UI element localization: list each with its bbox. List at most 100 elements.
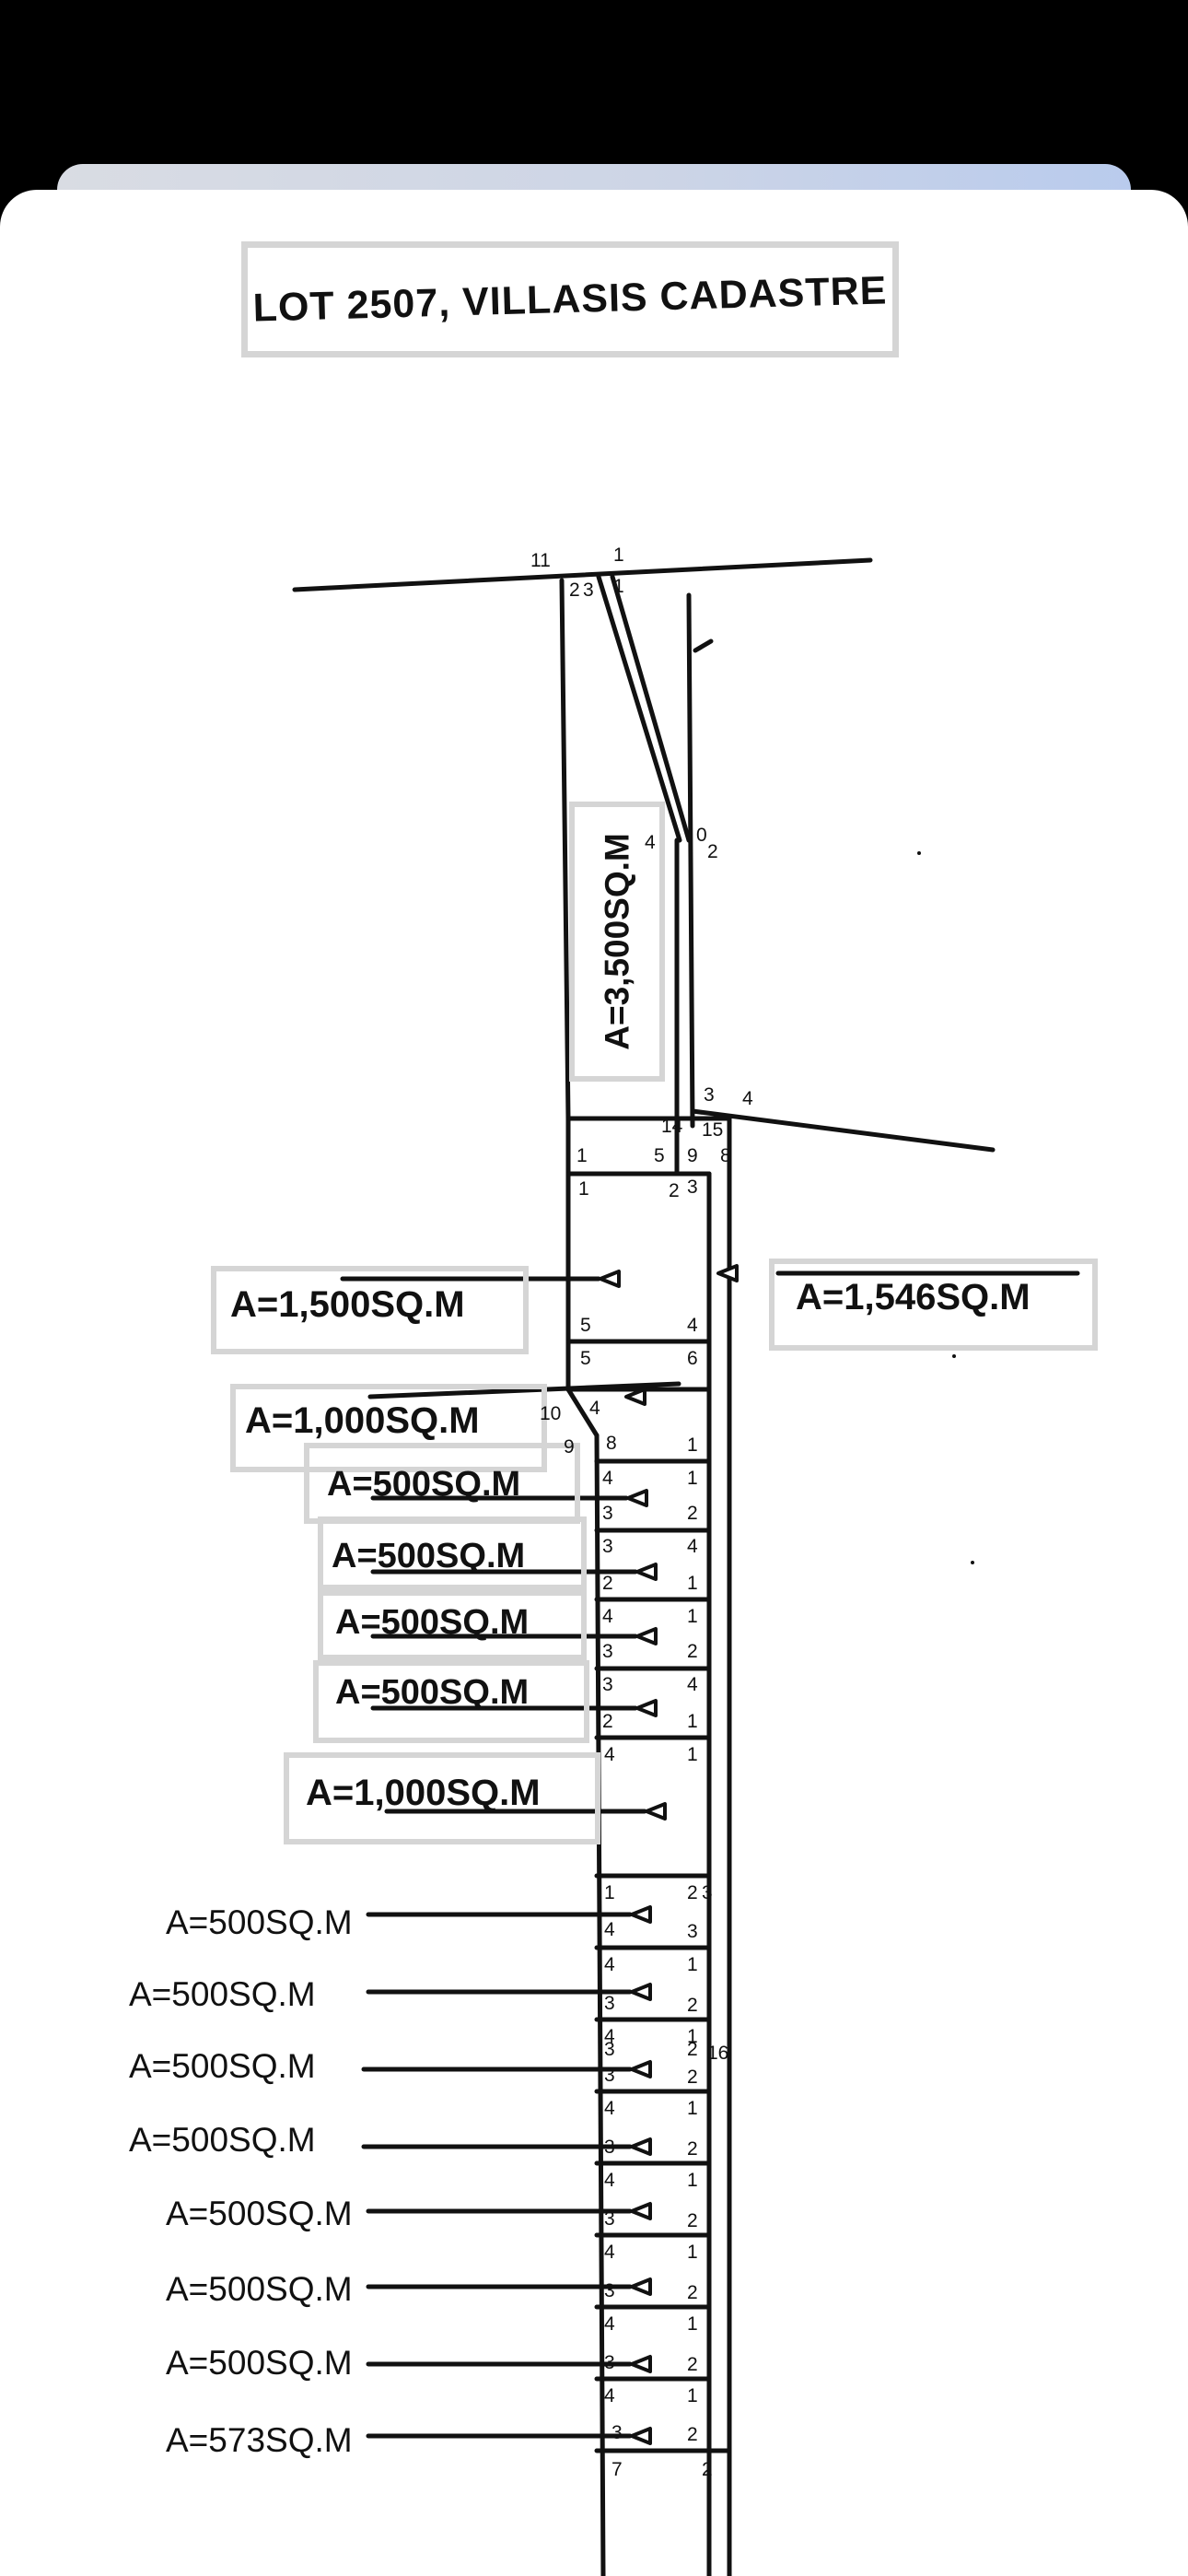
arrowhead-500-2 (635, 1563, 658, 1581)
lot-left-boundary (559, 578, 571, 1121)
corner-number: 1 (687, 1954, 698, 1975)
area-label-plain-3: A=500SQ.M (129, 2047, 316, 2085)
corner-number: 2 (687, 2039, 698, 2060)
corner-number: 4 (589, 1398, 600, 1419)
corner-number: 4 (604, 2313, 615, 2335)
corner-number: 4 (604, 2098, 615, 2119)
corner-number: 4 (742, 1088, 753, 1109)
corner-number: 1 (613, 576, 624, 597)
corner-number: 4 (604, 1919, 615, 1940)
corner-number: 3 (604, 2137, 615, 2158)
corner-number: 2 (669, 1180, 680, 1201)
corner-number: 2 (687, 2354, 698, 2375)
dot-3 (971, 1561, 974, 1564)
corner-number: 2 (687, 1503, 698, 1524)
corner-number: 3 (611, 2422, 623, 2443)
corner-number: 4 (604, 2242, 615, 2263)
corner-number: 1 (577, 1145, 588, 1166)
corner-number: 4 (602, 1468, 613, 1489)
arrowhead-p2 (630, 1983, 652, 2001)
arrowhead-p1 (630, 1905, 652, 1924)
corner-number: 1 (613, 544, 624, 566)
corner-number: 1 (687, 1744, 698, 1765)
corner-number: 3 (604, 2352, 615, 2373)
corner-number: 3 (604, 2280, 615, 2301)
corner-number: 1 (687, 2098, 698, 2119)
corner-number: 1 (687, 2026, 698, 2047)
area-label-500-1: A=500SQ.M (327, 1465, 521, 1504)
corner-number: 2 (687, 2424, 698, 2445)
corner-number: 3 (602, 1503, 613, 1524)
arrowhead-1000-top (624, 1388, 646, 1406)
area-box-vertical (569, 802, 665, 1082)
corner-number: 9 (687, 1145, 698, 1166)
corner-number: 3 (604, 2208, 615, 2230)
arrowhead-1546 (716, 1264, 739, 1282)
corner-number: 2 (702, 2459, 713, 2480)
corner-number: 3 (583, 580, 594, 601)
diagonal-line-a (596, 574, 682, 843)
corner-number: 3 (604, 2065, 615, 2086)
corner-number: 1 (687, 1468, 698, 1489)
corner-number: 1 (687, 2313, 698, 2335)
corner-number: 3 (602, 1674, 613, 1695)
corner-number: 2 (687, 1641, 698, 1662)
dot-2 (952, 1354, 956, 1358)
corner-number: 1 (687, 1606, 698, 1627)
corner-number: 8 (720, 1145, 731, 1166)
area-label-plain-8: A=573SQ.M (166, 2421, 353, 2459)
area-label-3500: A=3,500SQ.M (598, 833, 636, 1050)
area-box-1000-top (230, 1384, 547, 1472)
corner-number: 5 (654, 1145, 665, 1166)
area-label-plain-5: A=500SQ.M (166, 2195, 353, 2232)
corner-number: 1 (604, 1882, 615, 1903)
area-box-500-4 (313, 1660, 589, 1743)
corner-number: 3 (702, 1882, 713, 1903)
corner-number: 4 (604, 2385, 615, 2406)
corner-number: 1 (578, 1178, 589, 1200)
corner-number: 0 (696, 825, 707, 846)
corner-number: 2 (707, 841, 718, 862)
diagonal-line-b (610, 574, 692, 843)
area-label-1500: A=1,500SQ.M (230, 1284, 465, 1325)
area-label-500-3: A=500SQ.M (335, 1603, 530, 1642)
corner-number: 1 (687, 1711, 698, 1732)
corner-number: 3 (604, 2039, 615, 2060)
area-label-plain-4: A=500SQ.M (129, 2121, 316, 2159)
area-label-1000-mid: A=1,000SQ.M (306, 1773, 541, 1813)
arrowhead-p8 (630, 2427, 652, 2445)
strip-right-line (686, 592, 695, 1129)
corner-number: 2 (687, 2067, 698, 2088)
area-box-1000-mid (284, 1752, 600, 1844)
road-line-top (292, 557, 873, 592)
tick-mark (693, 638, 714, 653)
corner-number: 2 (687, 1995, 698, 2016)
area-label-plain-7: A=500SQ.M (166, 2344, 353, 2382)
corner-number: 5 (580, 1348, 591, 1369)
corner-number: 3 (602, 1641, 613, 1662)
corner-number: 2 (602, 1573, 613, 1594)
document-sheet: LOT 2507, VILLASIS CADASTRE (0, 190, 1188, 2576)
area-label-500-4: A=500SQ.M (335, 1673, 530, 1712)
corner-number: 7 (611, 2459, 623, 2480)
corner-number: 4 (687, 1315, 698, 1336)
area-label-plain-2: A=500SQ.M (129, 1975, 316, 2013)
area-label-1546: A=1,546SQ.M (796, 1277, 1031, 1317)
corner-number: 1 (687, 2385, 698, 2406)
corner-number: 5 (580, 1315, 591, 1336)
area-label-1000-top: A=1,000SQ.M (245, 1400, 480, 1441)
arrowhead-p3 (630, 2060, 652, 2078)
corner-number: 3 (602, 1536, 613, 1557)
corner-number: 15 (702, 1119, 724, 1141)
corner-number: 3 (687, 1921, 698, 1942)
area-box-1500 (211, 1266, 529, 1354)
arrowhead-p7 (630, 2355, 652, 2373)
corner-number: 1 (687, 1573, 698, 1594)
lot-plan-drawing (292, 557, 1080, 2576)
corner-number: 9 (564, 1436, 575, 1458)
corner-number: 6 (687, 1348, 698, 1369)
corner-number: 3 (687, 1177, 698, 1198)
corner-number: 2 (569, 580, 580, 601)
corner-number: 16 (707, 2043, 729, 2064)
corner-number: 1 (687, 1434, 698, 1456)
